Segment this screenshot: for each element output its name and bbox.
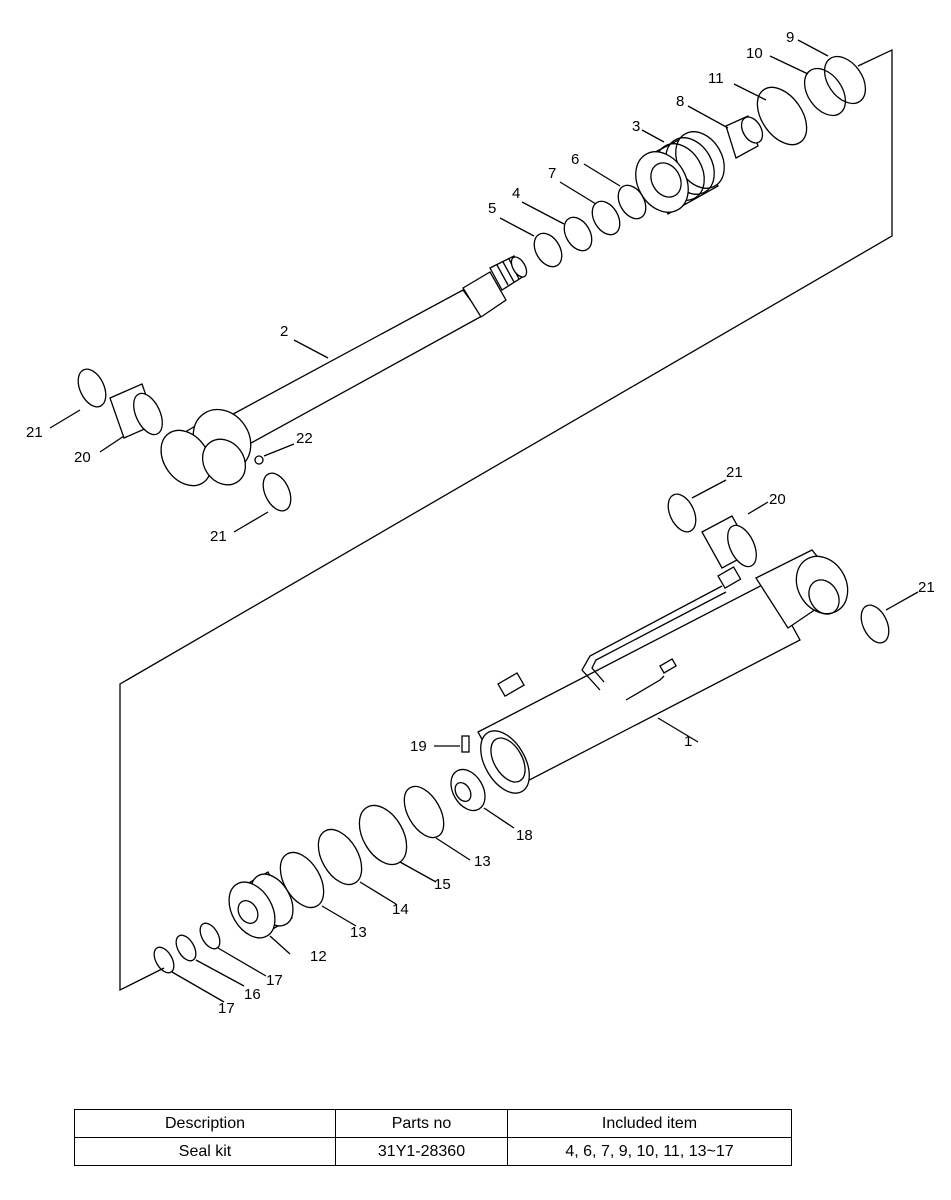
callout-21-tube-top: 21 (726, 464, 743, 481)
callout-1: 1 (684, 733, 692, 750)
callout-9: 9 (786, 29, 794, 46)
callout-15: 15 (434, 876, 451, 893)
table-row: Seal kit 31Y1-28360 4, 6, 7, 9, 10, 11, … (74, 1137, 792, 1166)
callout-22: 22 (296, 430, 313, 447)
callout-6: 6 (571, 151, 579, 168)
callout-11: 11 (708, 70, 724, 87)
piston-and-seals (153, 735, 486, 974)
callout-17-left: 17 (218, 1000, 235, 1017)
exploded-parts-diagram: 1 2 3 4 5 6 7 8 9 10 11 12 13 13 14 15 1… (26, 29, 935, 1017)
callout-18: 18 (516, 827, 533, 844)
cylinder-tube (477, 549, 849, 794)
cell-description: Seal kit (74, 1137, 336, 1166)
table-header-row: Description Parts no Included item (74, 1109, 792, 1138)
rod-eye (160, 408, 252, 487)
callout-20-rod: 20 (74, 449, 91, 466)
callout-3: 3 (632, 118, 640, 135)
exploded-view-frame (119, 48, 893, 992)
callout-12: 12 (310, 948, 327, 965)
callout-14: 14 (392, 901, 409, 918)
callout-13-lower: 13 (350, 924, 367, 941)
tube-bushing (667, 493, 890, 644)
callout-21-rod-bottom: 21 (210, 528, 227, 545)
upper-seals (533, 55, 867, 268)
callout-5: 5 (488, 200, 496, 217)
rod-eye-bushing (77, 368, 292, 512)
callout-13-upper: 13 (474, 853, 491, 870)
callout-4: 4 (512, 185, 520, 202)
callout-7: 7 (548, 165, 556, 182)
header-description: Description (74, 1109, 336, 1138)
rod-head-3 (635, 131, 725, 215)
callout-21-tube-right: 21 (918, 579, 935, 596)
piston-rod (221, 255, 528, 449)
cell-included-item: 4, 6, 7, 9, 10, 11, 13~17 (507, 1137, 792, 1166)
callout-10: 10 (746, 45, 763, 62)
header-included-item: Included item (507, 1109, 792, 1138)
callout-20-tube: 20 (769, 491, 786, 508)
seal-kit-table: Description Parts no Included item Seal … (74, 1109, 792, 1166)
callout-17-right: 17 (266, 972, 283, 989)
callout-2: 2 (280, 323, 288, 340)
callout-8: 8 (676, 93, 684, 110)
cell-parts-no: 31Y1-28360 (335, 1137, 508, 1166)
callout-16: 16 (244, 986, 261, 1003)
leader-lines (49, 39, 919, 1003)
header-parts-no: Parts no (335, 1109, 508, 1138)
callout-21-rod-left: 21 (26, 424, 43, 441)
callout-19: 19 (410, 738, 427, 755)
